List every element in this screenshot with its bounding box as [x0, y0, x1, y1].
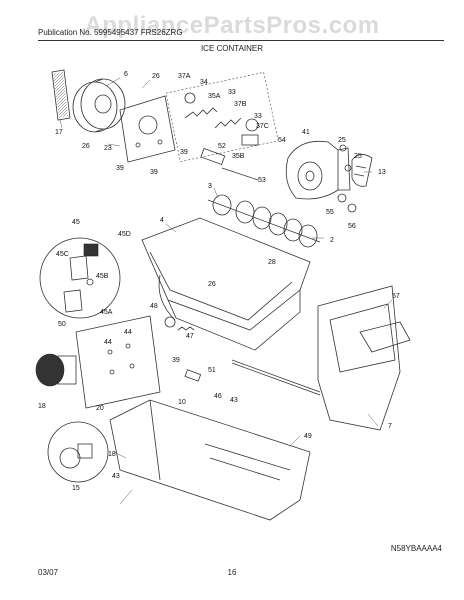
part-label: 28: [268, 259, 276, 266]
part-label: 39: [116, 165, 124, 172]
part-6-drive-housing: [72, 78, 126, 133]
part-15-bulb-inset: [47, 421, 109, 483]
diagram-reference-code: N58YBAAAA4: [390, 544, 442, 553]
part-label: 43: [112, 473, 120, 480]
part-label: 13: [378, 169, 386, 176]
part-52-shaft: [200, 147, 259, 181]
part-label: 17: [55, 129, 63, 136]
part-45-detail-inset: [39, 237, 121, 319]
part-label: 56: [348, 223, 356, 230]
part-label: 18: [108, 451, 116, 458]
part-label: 37B: [234, 101, 247, 108]
part-label: 33: [254, 113, 262, 120]
part-46-rod: [231, 359, 321, 396]
part-label: 39: [172, 357, 180, 364]
part-41-auger-motor: [285, 140, 351, 200]
gear-linkage-assembly: [165, 72, 279, 162]
publication-number: Publication No. 5995495437 FRS26ZRG: [38, 28, 183, 37]
part-label: 15: [72, 485, 80, 492]
footer-page-number: 16: [227, 568, 237, 577]
part-label: 6: [124, 71, 128, 78]
part-label: 18: [38, 403, 46, 410]
part-23-bracket: [119, 95, 176, 163]
part-label: 57: [392, 293, 400, 300]
part-label: 20: [96, 405, 104, 412]
part-label: 55: [326, 209, 334, 216]
watermark: AppliancePartsPros.com: [84, 12, 380, 39]
part-label: 51: [208, 367, 216, 374]
part-4-ice-container: [141, 217, 311, 351]
part-label: 48: [150, 303, 158, 310]
part-label: 41: [302, 129, 310, 136]
part-label: 26: [208, 281, 216, 288]
part-label: 49: [304, 433, 312, 440]
part-label: 44: [124, 329, 132, 336]
small-hardware: [164, 316, 202, 382]
part-label: 46: [214, 393, 222, 400]
part-label: 37A: [178, 73, 191, 80]
part-label: 45: [72, 219, 80, 226]
part-label: 25: [338, 137, 346, 144]
part-label: 7: [388, 423, 392, 430]
part-label: 44: [104, 339, 112, 346]
part-label: 52: [218, 143, 226, 150]
part-label: 45B: [96, 273, 109, 280]
part-label: 35A: [208, 93, 221, 100]
part-label: 25: [354, 153, 362, 160]
part-label: 50: [58, 321, 66, 328]
page-title: ICE CONTAINER: [200, 44, 264, 53]
part-7-front-cover: [317, 285, 411, 431]
part-17-plate: [51, 69, 71, 121]
part-label: 54: [278, 137, 286, 144]
part-label: 3: [208, 183, 212, 190]
header-rule: [38, 40, 444, 41]
part-label: 2: [330, 237, 334, 244]
part-label: 26: [82, 143, 90, 150]
part-3-auger-spiral: [207, 194, 321, 248]
part-label: 39: [180, 149, 188, 156]
publication-text: Publication No. 5995495437: [38, 28, 139, 37]
part-20-motor-bracket: [75, 315, 161, 409]
model-number: FRS26ZRG: [140, 28, 183, 37]
footer-date: 03/07: [38, 568, 59, 577]
small-clips: [337, 144, 357, 213]
part-label: 10: [178, 399, 186, 406]
part-label: 43: [230, 397, 238, 404]
part-18-motor: [35, 353, 77, 387]
part-label: 33: [228, 89, 236, 96]
part-label: 45C: [56, 251, 69, 258]
part-label: 23: [104, 145, 112, 152]
part-label: 37C: [256, 123, 269, 130]
part-49-base-tray: [109, 399, 311, 521]
part-label: 39: [150, 169, 158, 176]
part-label: 4: [160, 217, 164, 224]
part-13-lever: [351, 154, 373, 187]
part-label: 34: [200, 79, 208, 86]
part-label: 26: [152, 73, 160, 80]
part-label: 47: [186, 333, 194, 340]
part-label: 45D: [118, 231, 131, 238]
part-label: 35B: [232, 153, 245, 160]
leader-lines: [59, 77, 393, 505]
part-label: 45A: [100, 309, 113, 316]
part-label: 53: [258, 177, 266, 184]
